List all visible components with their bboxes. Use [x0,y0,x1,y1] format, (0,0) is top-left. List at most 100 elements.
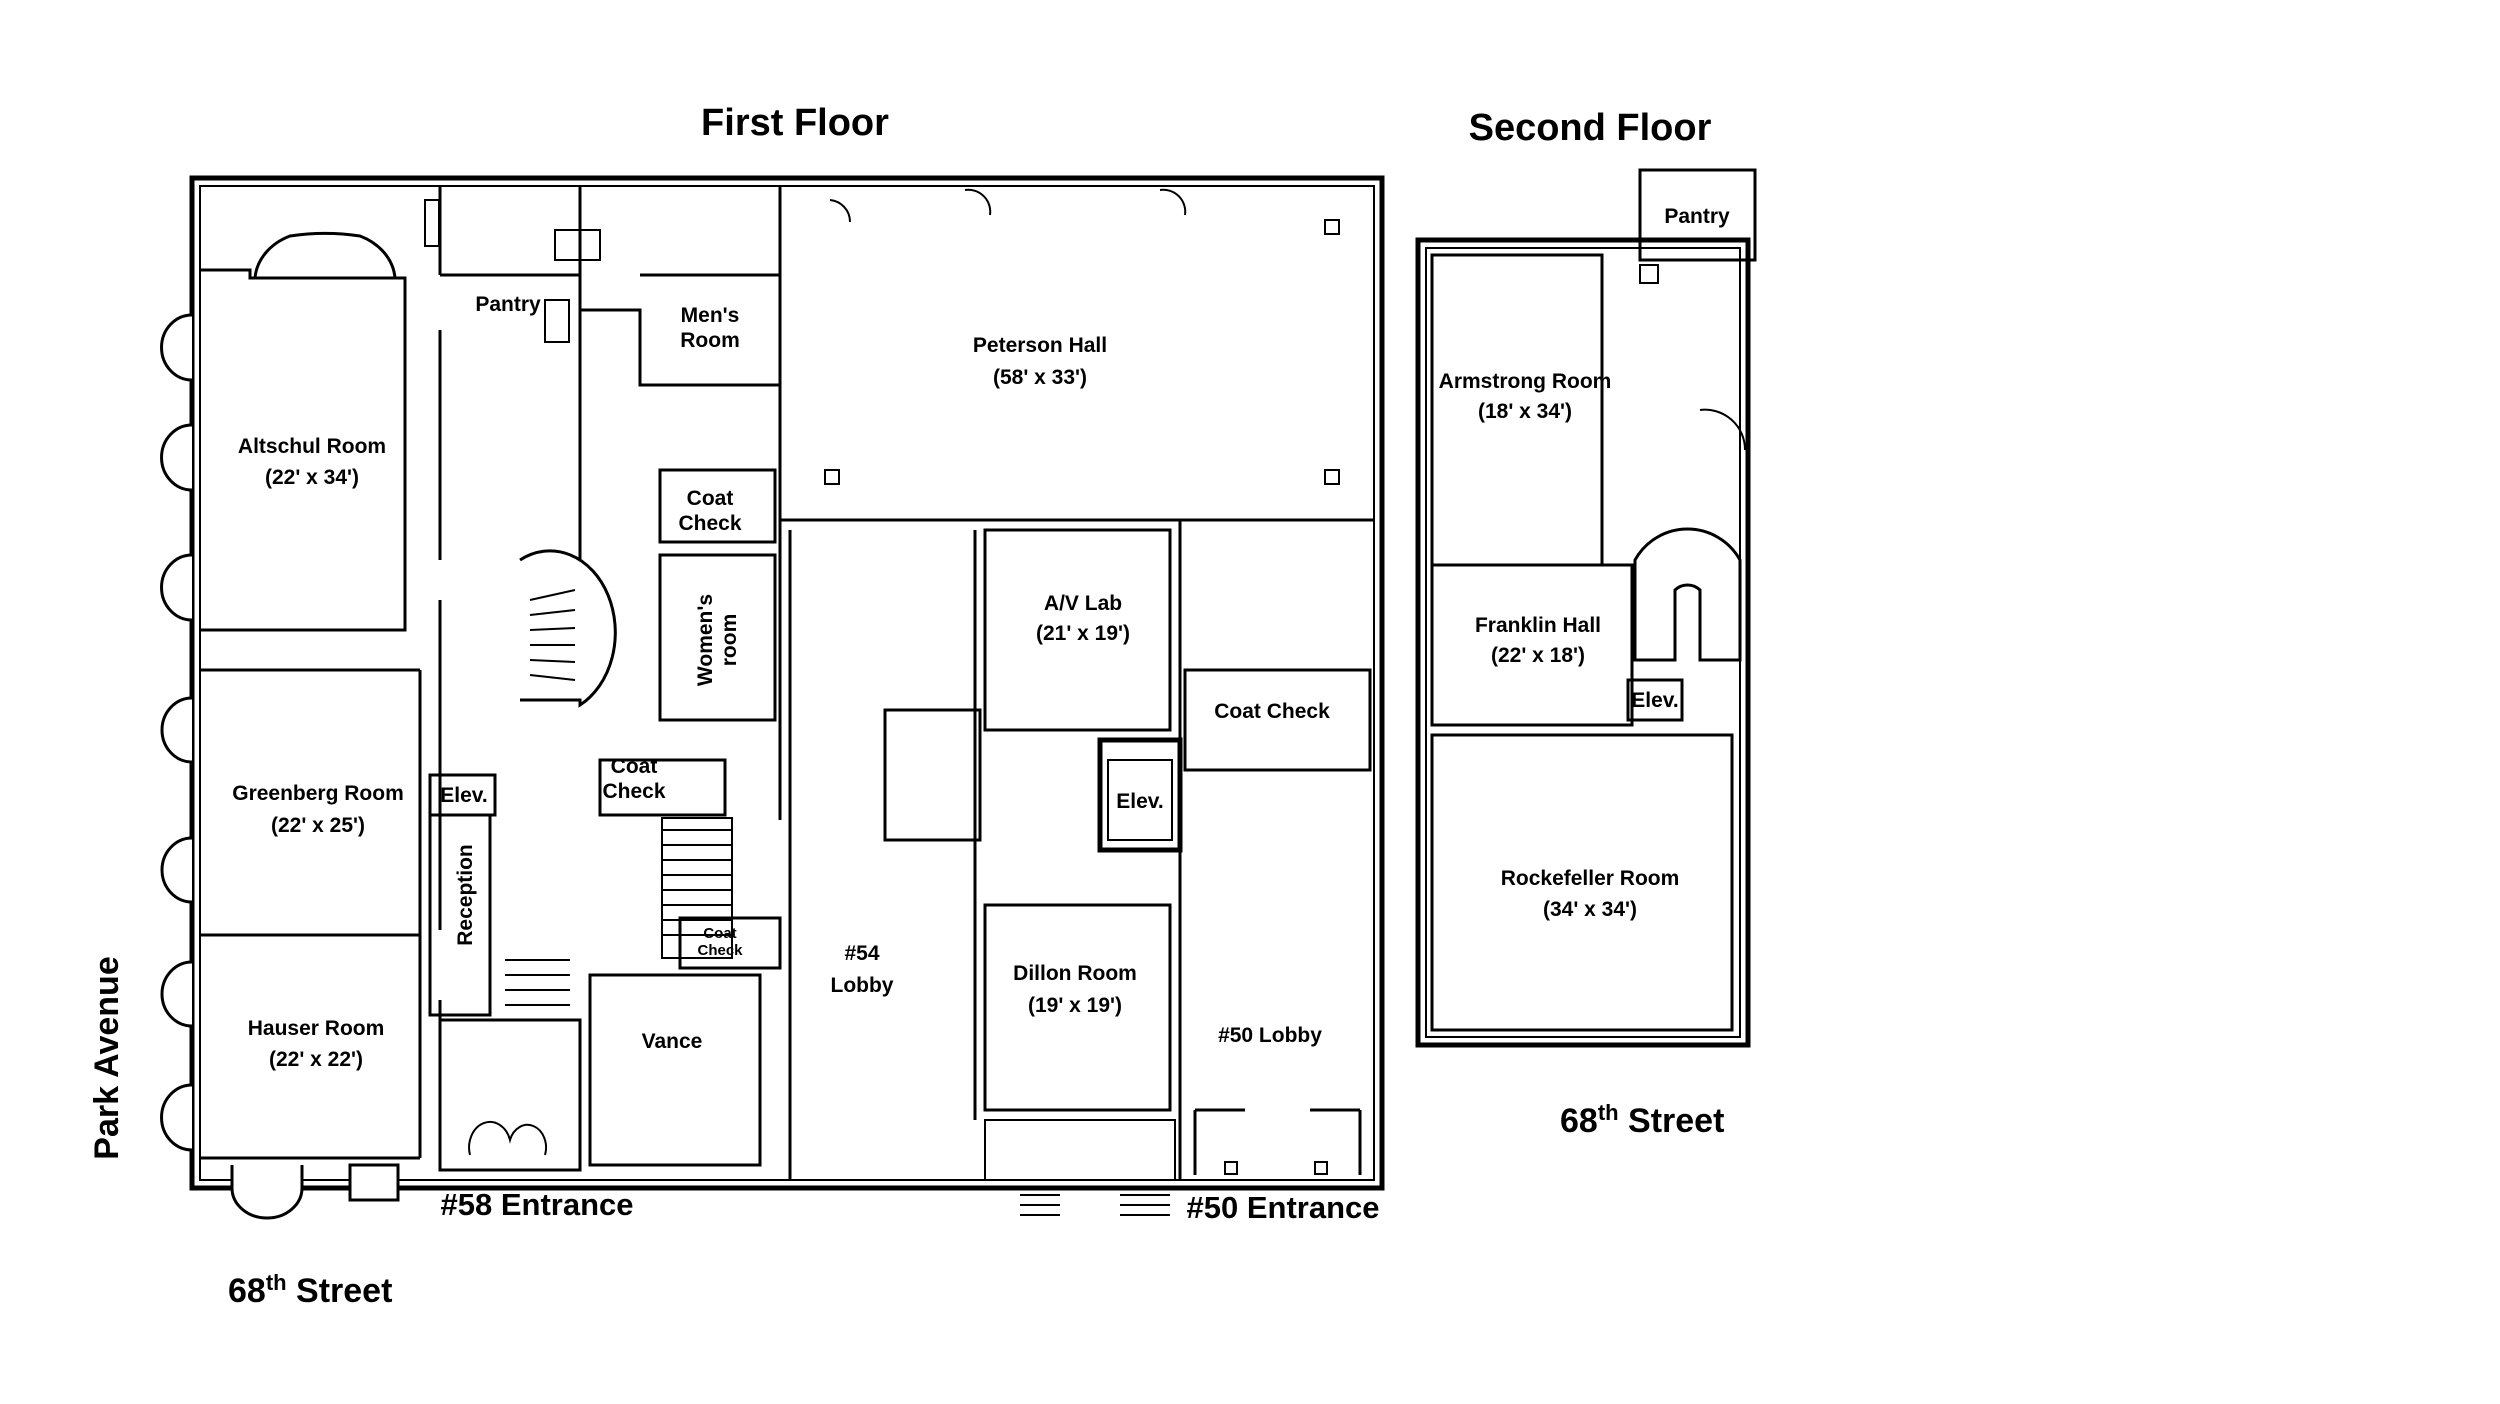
street-68-second-word: Street [1619,1102,1725,1140]
elev-mid-label: Elev. [1116,790,1163,813]
curved-stair-left [519,549,617,708]
entrance-50-label: #50 Entrance [1187,1190,1380,1225]
street-68-first-word: Street [287,1272,393,1310]
first-floor-plan [160,175,1385,1220]
coat-check-mid-label-2: Check [602,780,665,803]
altschul-bay-window [253,231,397,279]
pantry-label: Pantry [475,293,541,316]
av-lab-label: A/V Lab [1044,592,1122,615]
reception-label: Reception [454,844,477,946]
armstrong-room-label: Armstrong Room [1439,370,1612,393]
mens-room-label-2: Room [680,329,740,352]
entrance-58-label: #58 Entrance [441,1187,634,1222]
entrance-50-post-1 [1224,1161,1238,1175]
main-stair-steps [662,829,732,936]
hauser-bay [230,1165,304,1220]
entrance-58-doors [468,1120,548,1156]
second-spiral-stair [1633,527,1742,662]
rockefeller-room-label: Rockefeller Room [1501,867,1680,890]
womens-room-label-1: Women's [694,594,717,686]
armstrong-room-size: (18' x 34') [1478,400,1572,423]
elev-left-label: Elev. [440,784,487,807]
street-68-first-sup: th [266,1270,287,1295]
coat-check-top-label-2: Check [678,512,741,535]
peterson-door-1 [829,199,852,223]
franklin-hall-size: (22' x 18') [1491,644,1585,667]
peterson-door-2 [964,188,992,216]
coat-check-right-box [1183,668,1372,772]
rockefeller-room [1430,733,1734,1032]
second-floor-plan [1415,168,1757,1048]
coat-check-small-box [678,916,782,970]
entrance-58-vestibule [438,1018,582,1172]
vance-room [588,973,762,1167]
elev-mid-car [1107,759,1173,841]
hauser-room-size: (22' x 22') [269,1048,363,1071]
altschul-room-walls [200,268,407,632]
second-pantry-label: Pantry [1664,205,1730,228]
first-floor-outer-wall [189,175,1385,1191]
franklin-hall [1430,563,1634,727]
street-68-first-label: 68th Street [228,1270,392,1310]
altschul-room-label: Altschul Room [238,435,386,458]
coat-check-right-label: Coat Check [1214,700,1330,723]
peterson-column-1 [824,469,840,485]
womens-room-box [658,553,777,722]
second-small-stair [1699,408,1747,451]
coat-check-top-label-1: Coat [687,487,734,510]
coat-check-small-label-2: Check [697,942,743,959]
front-steps [984,1119,1176,1181]
park-avenue-bays [160,313,193,1152]
coat-check-small-label-1: Coat [703,925,736,942]
reception-label-group: Reception [454,844,477,946]
lobby-54-label-2: Lobby [831,974,894,997]
pantry-stair-top [554,229,601,261]
second-elev-label: Elev. [1631,689,1678,712]
reception-stair-steps [505,959,570,1006]
first-floor-inner-wall [199,185,1375,1181]
lobby-50-label: #50 Lobby [1218,1024,1322,1047]
street-68-second-num: 68 [1560,1102,1598,1140]
altschul-column [424,199,440,247]
av-lab-size: (21' x 19') [1036,622,1130,645]
greenberg-room-size: (22' x 25') [271,814,365,837]
rockefeller-room-size: (34' x 34') [1543,898,1637,921]
womens-room-label: Women's room [694,594,741,686]
second-pantry-box [1638,168,1757,262]
street-68-second-sup: th [1598,1100,1619,1125]
mens-room-walls [580,273,782,387]
peterson-hall-size: (58' x 33') [993,366,1087,389]
second-floor-outer-wall [1415,237,1751,1048]
peterson-column-2 [1324,469,1340,485]
greenberg-room-label: Greenberg Room [232,782,404,805]
coat-check-mid-box [598,758,727,817]
pantry-fixture [544,299,570,343]
lobby-54-core [883,708,982,842]
lobby-54-label-1: #54 [844,942,879,965]
main-stair [661,817,733,959]
entrance-50-post-2 [1314,1161,1328,1175]
park-avenue-group: Park Avenue [88,956,126,1159]
franklin-hall-label: Franklin Hall [1475,614,1601,637]
curved-stair-steps [529,589,576,681]
pantry-walls [440,186,582,560]
mens-room-label-1: Men's [681,304,740,327]
park-avenue-label: Park Avenue [88,956,126,1159]
altschul-room-size: (22' x 34') [265,466,359,489]
peterson-hall-walls [778,186,1374,522]
dillon-room-size: (19' x 19') [1028,994,1122,1017]
street-68-first-num: 68 [228,1272,266,1310]
womens-room-label-2: room [718,614,741,667]
dillon-room-label: Dillon Room [1013,962,1137,985]
peterson-column-3 [1324,219,1340,235]
first-floor-title: First Floor [701,102,889,144]
coat-check-top-box [658,468,777,544]
peterson-hall-label: Peterson Hall [973,334,1107,357]
entrance-50-vestibule [1193,1108,1362,1175]
coat-check-mid-label-1: Coat [611,755,658,778]
second-pantry-fixture [1639,264,1659,284]
reception-box [428,813,492,1017]
second-elev-box [1626,678,1684,722]
dillon-room [983,903,1172,1112]
